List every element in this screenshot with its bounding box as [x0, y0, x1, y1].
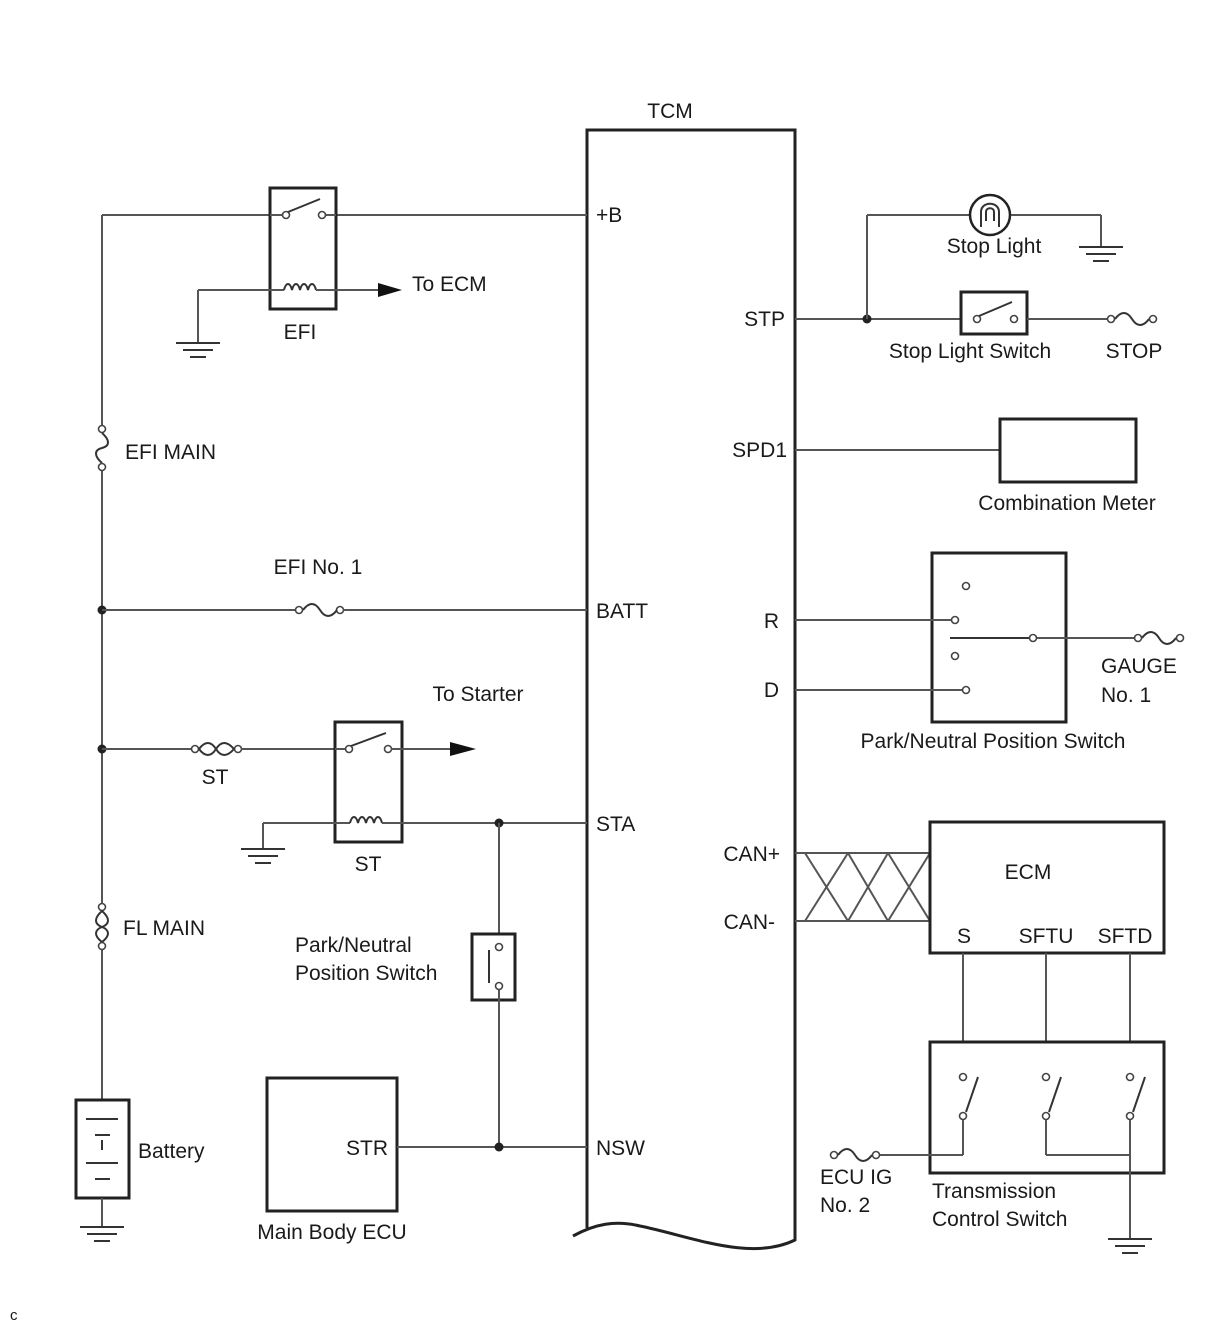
ecu-ig-label-line2: No. 2	[820, 1194, 870, 1217]
can-twisted-pair	[795, 852, 931, 922]
pin-can-plus: CAN+	[723, 843, 780, 866]
st-relay-label: ST	[355, 853, 382, 876]
main-body-ecu: STR	[265, 1076, 399, 1213]
ecm-pin-sftd: SFTD	[1098, 925, 1153, 948]
pnp-switch-left-line1: Park/Neutral	[295, 934, 412, 957]
gauge-fuse-icon	[1133, 631, 1185, 645]
tcm-block: TCM +B STP SPD1 BATT R D STA CAN+ CAN- N…	[572, 100, 797, 1251]
right-wiring: Stop Light Stop Light Switch STOP Combin…	[795, 193, 1185, 1254]
str-pin: STR	[346, 1137, 388, 1160]
st-relay	[241, 720, 587, 864]
pin-d: D	[764, 679, 779, 702]
efi-main-label: EFI MAIN	[125, 441, 216, 464]
efi-no1-label: EFI No. 1	[274, 556, 363, 579]
stop-fuse-label: STOP	[1106, 340, 1163, 363]
to-starter-label: To Starter	[432, 683, 523, 706]
ecm-label: ECM	[1005, 861, 1052, 884]
ecm-pin-s: S	[957, 925, 971, 948]
pin-nsw: NSW	[596, 1137, 645, 1160]
ground-icon	[1079, 246, 1123, 262]
efi-main-fuse-icon	[95, 424, 109, 472]
efi-relay	[176, 186, 402, 358]
transmission-control-switch	[928, 1040, 1166, 1238]
main-body-ecu-label: Main Body ECU	[257, 1221, 406, 1244]
pin-r: R	[764, 610, 779, 633]
battery-icon	[74, 1098, 131, 1242]
tcm-title: TCM	[647, 100, 693, 123]
combination-meter-label: Combination Meter	[978, 492, 1155, 515]
footer-mark: c	[10, 1307, 18, 1324]
arrow-icon	[450, 742, 476, 756]
fl-main-label: FL MAIN	[123, 917, 205, 940]
efi-relay-label: EFI	[284, 321, 317, 344]
st-fuse-icon	[190, 742, 243, 756]
efi-no1-fuse-icon	[294, 603, 345, 617]
pnp-switch-right-label: Park/Neutral Position Switch	[861, 730, 1126, 753]
pin-can-minus: CAN-	[724, 911, 775, 934]
gauge-label-line2: No. 1	[1101, 684, 1151, 707]
pin-b: +B	[596, 204, 622, 227]
arrow-icon	[378, 283, 402, 297]
to-ecm-label: To ECM	[412, 273, 487, 296]
ecu-ig-label-line1: ECU IG	[820, 1166, 892, 1189]
pin-batt: BATT	[596, 600, 648, 623]
combination-meter	[998, 417, 1138, 484]
battery-label: Battery	[138, 1140, 205, 1163]
tcs-label-line2: Control Switch	[932, 1208, 1067, 1231]
ground-icon	[176, 342, 220, 358]
stop-fuse-icon	[1106, 312, 1158, 326]
pnp-switch-left	[470, 932, 517, 1002]
gauge-label-line1: GAUGE	[1101, 655, 1177, 678]
stop-light-switch	[959, 290, 1029, 336]
pin-stp: STP	[744, 308, 785, 331]
ground-icon	[241, 848, 285, 864]
pin-spd1: SPD1	[732, 439, 787, 462]
pin-sta: STA	[596, 813, 635, 836]
bulb-icon	[968, 193, 1012, 237]
ecm-block: ECM S SFTU SFTD	[928, 820, 1166, 955]
st-fuse-label: ST	[202, 766, 229, 789]
pnp-switch-left-line2: Position Switch	[295, 962, 437, 985]
ecm-pin-sftu: SFTU	[1019, 925, 1074, 948]
stop-light-label: Stop Light	[947, 235, 1042, 258]
left-wiring: To ECM EFI EFI MAIN EFI No. 1 ST	[74, 186, 587, 1244]
tcs-label-line1: Transmission	[932, 1180, 1056, 1203]
ecu-ig-fuse-icon	[829, 1148, 881, 1162]
stop-light-switch-label: Stop Light Switch	[889, 340, 1051, 363]
ground-icon	[80, 1226, 124, 1242]
fl-main-fuse-icon	[95, 902, 109, 951]
ground-icon	[1108, 1238, 1152, 1254]
